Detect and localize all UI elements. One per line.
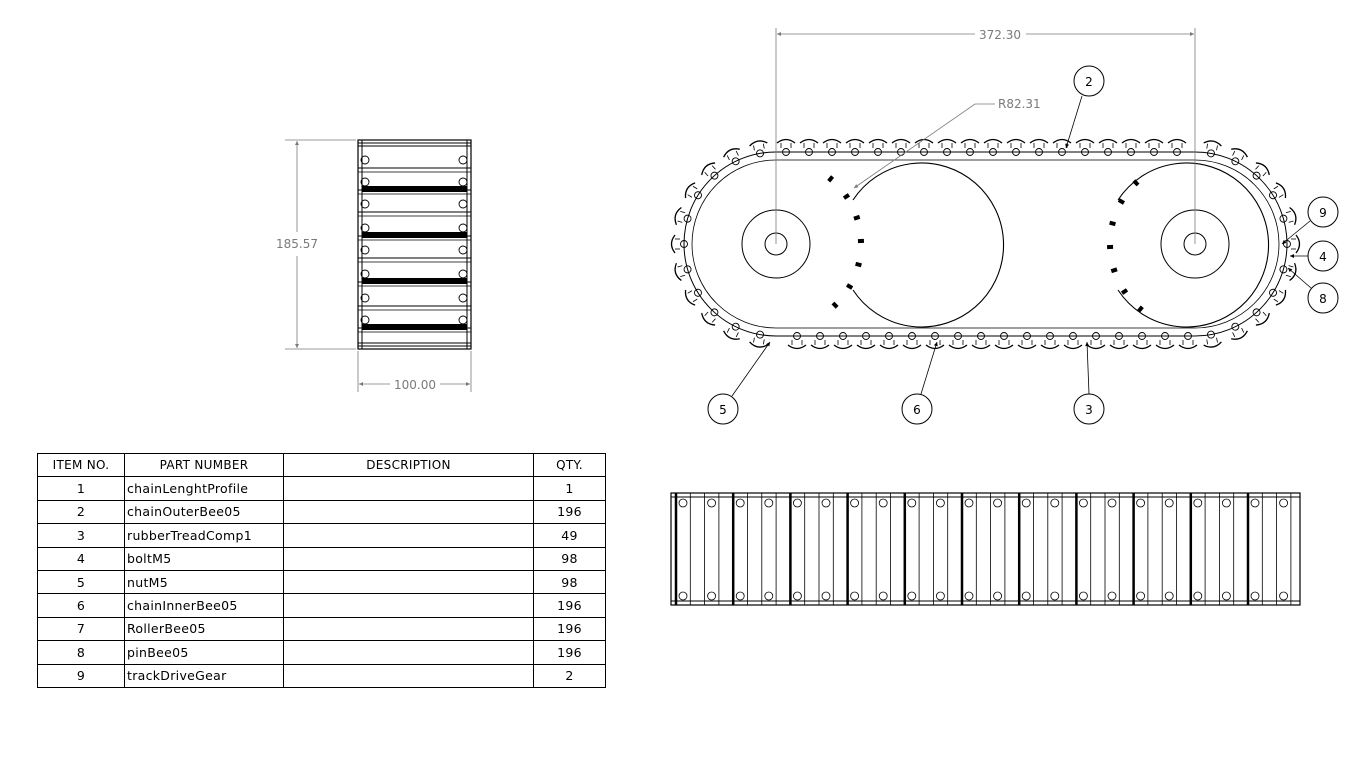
item-no: 6	[37, 593, 125, 618]
balloons: 2 9 4 8 5 6 3	[707, 65, 1339, 425]
balloon-3: 3	[1085, 403, 1093, 417]
qty: 196	[533, 616, 606, 642]
header-description: DESCRIPTION	[283, 452, 534, 478]
description	[283, 476, 534, 501]
table-row: 6 chainInnerBee05 196	[37, 593, 606, 618]
part-number: RollerBee05	[124, 616, 284, 642]
item-no: 1	[37, 476, 125, 501]
qty: 98	[533, 546, 606, 571]
radius-dim-text: R82.31	[998, 97, 1041, 111]
dimension-center-distance: 372.30	[777, 28, 1194, 42]
description	[283, 569, 534, 595]
part-number: trackDriveGear	[124, 663, 284, 688]
table-row: 2 chainOuterBee05 196	[37, 499, 606, 525]
item-no: 5	[37, 569, 125, 595]
description	[283, 499, 534, 525]
balloon-5: 5	[719, 403, 727, 417]
dimension-height: 185.57	[276, 139, 356, 350]
balloon-2: 2	[1085, 75, 1093, 89]
part-number: pinBee05	[124, 640, 284, 665]
balloon-9: 9	[1319, 206, 1327, 220]
header-part-number: PART NUMBER	[124, 452, 284, 478]
header-item-no: ITEM NO.	[37, 452, 125, 478]
qty: 98	[533, 569, 606, 595]
part-number: boltM5	[124, 546, 284, 571]
table-row: 5 nutM5 98	[37, 569, 606, 595]
front-view	[670, 28, 1301, 350]
bill-of-materials: ITEM NO. PART NUMBER DESCRIPTION QTY. 1 …	[37, 452, 606, 688]
table-row: 9 trackDriveGear 2	[37, 663, 606, 688]
description	[283, 523, 534, 548]
right-sprocket	[1106, 162, 1270, 328]
bottom-view	[670, 492, 1301, 606]
bom-header-row: ITEM NO. PART NUMBER DESCRIPTION QTY.	[37, 452, 606, 478]
qty: 49	[533, 523, 606, 548]
qty: 196	[533, 640, 606, 665]
part-number: chainInnerBee05	[124, 593, 284, 618]
item-no: 4	[37, 546, 125, 571]
side-view	[357, 139, 472, 350]
balloon-4: 4	[1319, 250, 1327, 264]
table-row: 4 boltM5 98	[37, 546, 606, 571]
item-no: 9	[37, 663, 125, 688]
item-no: 2	[37, 499, 125, 525]
description	[283, 663, 534, 688]
qty: 196	[533, 499, 606, 525]
part-number: chainLenghtProfile	[124, 476, 284, 501]
table-row: 8 pinBee05 196	[37, 640, 606, 665]
description	[283, 546, 534, 571]
table-row: 1 chainLenghtProfile 1	[37, 476, 606, 501]
dimension-width: 100.00	[357, 351, 472, 392]
table-row: 3 rubberTreadComp1 49	[37, 523, 606, 548]
part-number: rubberTreadComp1	[124, 523, 284, 548]
balloon-6: 6	[913, 403, 921, 417]
center-distance-text: 372.30	[979, 28, 1021, 42]
item-no: 3	[37, 523, 125, 548]
item-no: 7	[37, 616, 125, 642]
left-sprocket	[741, 162, 1005, 328]
table-row: 7 RollerBee05 196	[37, 616, 606, 642]
header-qty: QTY.	[533, 452, 606, 478]
item-no: 8	[37, 640, 125, 665]
description	[283, 640, 534, 665]
dimension-radius: R82.31	[853, 97, 1041, 189]
qty: 1	[533, 476, 606, 501]
description	[283, 616, 534, 642]
part-number: chainOuterBee05	[124, 499, 284, 525]
qty: 2	[533, 663, 606, 688]
balloon-8: 8	[1319, 292, 1327, 306]
part-number: nutM5	[124, 569, 284, 595]
qty: 196	[533, 593, 606, 618]
description	[283, 593, 534, 618]
height-dim-text: 185.57	[276, 237, 318, 251]
width-dim-text: 100.00	[394, 378, 436, 392]
